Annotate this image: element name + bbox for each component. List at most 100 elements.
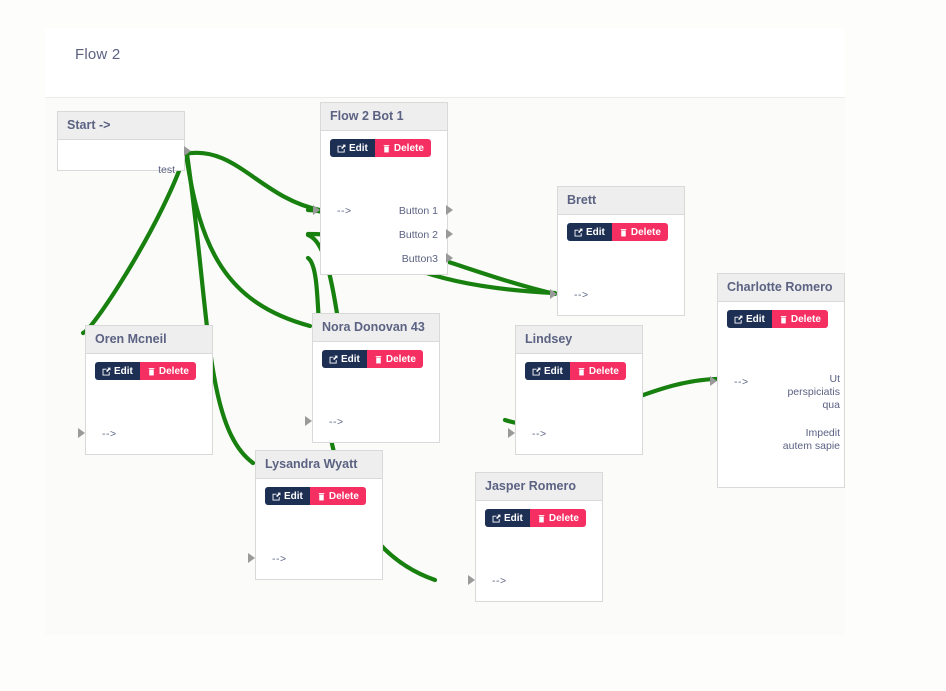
port-marker-icon [305,416,312,426]
edit-button[interactable]: Edit [567,223,612,241]
pencil-square-icon [337,144,346,153]
output-port-impedit-autem-sapie[interactable]: Impedit autem sapie [782,427,840,452]
input-port[interactable]: --> [272,553,287,565]
node-lysandra-wyatt[interactable]: Lysandra Wyatt Edit Delete [255,450,383,580]
node-body: Edit Delete --> Ut perspiciatis qua Impe… [718,302,844,488]
edit-button[interactable]: Edit [95,362,140,380]
node-nora-donovan-43[interactable]: Nora Donovan 43 Edit Delete [312,313,440,443]
trash-icon [577,367,586,376]
page-title: Flow 2 [75,46,121,63]
edit-button-label: Edit [284,490,303,502]
delete-button[interactable]: Delete [569,362,626,380]
delete-button[interactable]: Delete [374,139,431,157]
trash-icon [537,514,546,523]
node-body: Edit Delete --> [256,479,382,580]
input-port[interactable]: --> [734,376,749,388]
delete-button[interactable]: Delete [139,362,196,380]
node-title: Jasper Romero [476,473,602,501]
input-port[interactable]: --> [532,428,547,440]
node-action-row: Edit Delete [313,342,439,368]
node-jasper-romero[interactable]: Jasper Romero Edit Delete [475,472,603,602]
node-title: Flow 2 Bot 1 [321,103,447,131]
port-marker-icon [468,575,475,585]
node-body: Edit Delete --> [313,342,439,443]
node-start[interactable]: Start -> test [57,111,185,176]
output-port-button-3[interactable]: Button3 [401,253,438,265]
edge-start-to-nora [183,151,313,329]
edit-button-label: Edit [349,142,368,154]
node-action-row: Edit Delete [86,354,212,380]
port-marker-icon [184,146,191,156]
port-marker-icon [78,428,85,438]
node-action-row: Edit Delete [321,131,447,157]
pencil-square-icon [734,315,743,324]
pencil-square-icon [272,492,281,501]
node-body: Edit Delete --> [558,215,684,316]
node-flow2bot1[interactable]: Flow 2 Bot 1 Edit Delete [320,102,448,275]
edit-button-label: Edit [114,365,133,377]
delete-button[interactable]: Delete [771,310,828,328]
node-body: Edit Delete --> [476,501,602,602]
delete-button-label: Delete [548,512,579,524]
node-brett[interactable]: Brett Edit Delete [557,186,685,316]
edit-button-label: Edit [544,365,563,377]
node-lindsey[interactable]: Lindsey Edit Delete [515,325,643,455]
node-charlotte-romero[interactable]: Charlotte Romero Edit Delete [717,273,845,488]
delete-button-label: Delete [328,490,359,502]
node-action-row: Edit Delete [558,215,684,241]
port-marker-icon [248,553,255,563]
edit-button-label: Edit [341,353,360,365]
node-oren-mcneil[interactable]: Oren Mcneil Edit Delete [85,325,213,455]
pencil-square-icon [102,367,111,376]
port-marker-icon [446,229,453,239]
trash-icon [779,315,788,324]
input-port[interactable]: --> [102,428,117,440]
input-port[interactable]: --> [492,575,507,587]
edit-button[interactable]: Edit [525,362,570,380]
delete-button-label: Delete [158,365,189,377]
edit-button[interactable]: Edit [727,310,772,328]
node-action-row: Edit Delete [476,501,602,527]
delete-button-label: Delete [588,365,619,377]
delete-button[interactable]: Delete [611,223,668,241]
edge-start-to-flow2bot1 [182,150,323,213]
node-title: Lindsey [516,326,642,354]
node-title: Charlotte Romero [718,274,844,302]
pencil-square-icon [492,514,501,523]
output-port-button-1[interactable]: Button 1 [398,205,438,217]
node-body: Edit Delete --> Button 1 Button 2 Button… [321,131,447,275]
port-marker-icon [446,253,453,263]
output-port-test[interactable]: test [158,164,175,176]
node-body: Edit Delete --> [516,354,642,455]
port-marker-icon [446,205,453,215]
delete-button[interactable]: Delete [309,487,366,505]
node-title: Start -> [58,112,184,140]
node-title: Brett [558,187,684,215]
input-port[interactable]: --> [574,289,589,301]
output-port-button-2[interactable]: Button 2 [398,229,438,241]
trash-icon [619,228,628,237]
input-port[interactable]: --> [337,205,352,217]
edit-button-label: Edit [746,313,765,325]
edit-button[interactable]: Edit [485,509,530,527]
edit-button[interactable]: Edit [265,487,310,505]
node-action-row: Edit Delete [516,354,642,380]
port-marker-icon [710,376,717,386]
edit-button[interactable]: Edit [322,350,367,368]
trash-icon [374,355,383,364]
edit-button-label: Edit [586,226,605,238]
node-body: Edit Delete --> [86,354,212,455]
output-port-ut-perspiciatis-qua[interactable]: Ut perspiciatis qua [787,373,840,411]
edit-button[interactable]: Edit [330,139,375,157]
pencil-square-icon [574,228,583,237]
trash-icon [147,367,156,376]
delete-button[interactable]: Delete [529,509,586,527]
flow-canvas[interactable]: Start -> test Flow 2 Bot 1 Edit [45,98,845,635]
delete-button[interactable]: Delete [366,350,423,368]
pencil-square-icon [329,355,338,364]
delete-button-label: Delete [790,313,821,325]
delete-button-label: Delete [385,353,416,365]
edge-start-to-oren [80,151,188,336]
input-port[interactable]: --> [329,416,344,428]
